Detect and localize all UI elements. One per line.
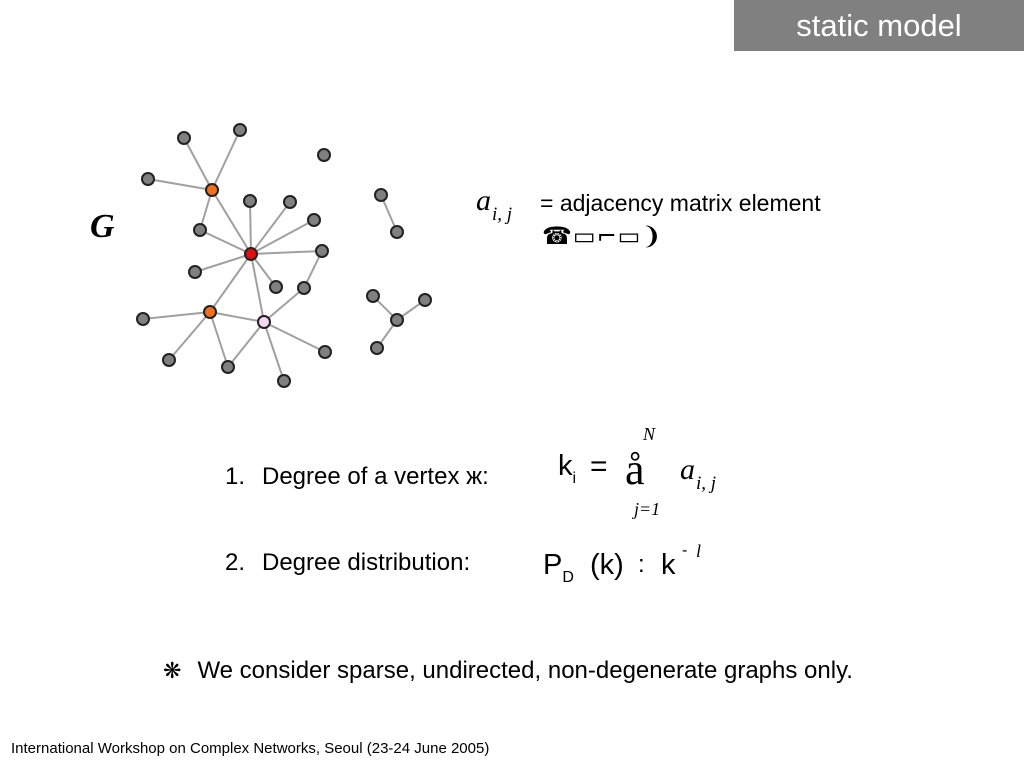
- list-number: 1.: [225, 463, 246, 490]
- formula-a-subscript: i, j: [696, 473, 717, 494]
- list-text: Degree of a vertex: [262, 463, 467, 490]
- node: [233, 123, 247, 137]
- exponent-lambda: l: [696, 541, 702, 561]
- list-colon: :: [482, 463, 489, 490]
- edge: [250, 250, 323, 255]
- formula-argument: (k): [590, 549, 624, 581]
- slide-title: static model: [734, 0, 1024, 51]
- P-symbol: P: [543, 549, 563, 581]
- edge: [168, 311, 211, 361]
- edge: [250, 219, 315, 255]
- edge: [142, 311, 211, 320]
- note-line: ❋ We consider sparse, undirected, non-deg…: [163, 657, 853, 685]
- node: [136, 312, 150, 326]
- node: [318, 345, 332, 359]
- list-item-distribution: 2. Degree distribution:: [225, 549, 470, 577]
- node: [221, 360, 235, 374]
- edge: [227, 321, 265, 368]
- node: [141, 172, 155, 186]
- node-orange: [203, 305, 217, 319]
- node: [390, 313, 404, 327]
- k-symbol: k: [558, 450, 573, 482]
- node: [390, 225, 404, 239]
- node-orange: [205, 183, 219, 197]
- sum-lower-limit: j=1: [634, 499, 661, 519]
- node-pink: [257, 315, 271, 329]
- node-hub-red: [244, 247, 258, 261]
- node: [418, 293, 432, 307]
- node: [188, 265, 202, 279]
- formula-k-power: k: [661, 551, 676, 580]
- list-text: Degree distribution:: [262, 549, 471, 576]
- node: [315, 244, 329, 258]
- adjacency-symbols-line: ☎▭⌐▭❩: [542, 222, 663, 250]
- list-item-degree: 1. Degree of a vertex ж:: [225, 463, 489, 491]
- sum-upper-limit: N: [643, 424, 656, 444]
- k-base: k: [661, 549, 676, 581]
- edge: [211, 129, 241, 191]
- sum-symbol: å: [625, 445, 645, 494]
- edge: [183, 137, 213, 191]
- formula-k: ki: [558, 450, 576, 487]
- adjacency-subscript: i, j: [492, 204, 513, 225]
- edge: [209, 311, 229, 368]
- note-text: We consider sparse, undirected, non-dege…: [197, 657, 853, 684]
- vertex-glyph: ж: [466, 463, 483, 490]
- adjacency-a: a: [476, 184, 491, 217]
- asterisk-bullet-icon: ❋: [163, 659, 182, 684]
- node: [243, 194, 257, 208]
- edge: [250, 253, 265, 323]
- graph-edges: [142, 129, 426, 382]
- edge: [263, 287, 305, 323]
- edge: [249, 200, 252, 255]
- node: [277, 374, 291, 388]
- node: [283, 195, 297, 209]
- node: [297, 281, 311, 295]
- edge: [211, 189, 252, 255]
- edge: [209, 253, 252, 313]
- edge: [199, 229, 252, 255]
- k-subscript: i: [572, 470, 577, 487]
- node: [366, 289, 380, 303]
- node: [162, 353, 176, 367]
- formula-adjacency: ai, j: [680, 453, 716, 494]
- footer: International Workshop on Complex Networ…: [11, 740, 490, 757]
- edge: [147, 178, 213, 191]
- edge: [209, 311, 265, 323]
- node: [307, 213, 321, 227]
- node: [193, 223, 207, 237]
- node: [374, 188, 388, 202]
- adjacency-definition: = adjacency matrix element: [540, 190, 821, 216]
- formula-sim: :: [638, 551, 645, 578]
- edge: [263, 321, 326, 353]
- list-number: 2.: [225, 549, 246, 576]
- edge: [194, 253, 252, 273]
- adjacency-symbol: ai, j: [476, 184, 512, 225]
- exponent-sign: -: [682, 542, 688, 559]
- formula-P: PD: [543, 549, 574, 586]
- node: [317, 148, 331, 162]
- P-subscript: D: [562, 569, 574, 586]
- graph-label: G: [90, 208, 115, 245]
- node: [177, 131, 191, 145]
- edge: [263, 321, 285, 382]
- graph-nodes: [136, 123, 432, 388]
- node: [370, 341, 384, 355]
- node: [269, 280, 283, 294]
- formula-a: a: [680, 453, 695, 486]
- edge: [250, 201, 291, 255]
- formula-equals: =: [590, 450, 608, 483]
